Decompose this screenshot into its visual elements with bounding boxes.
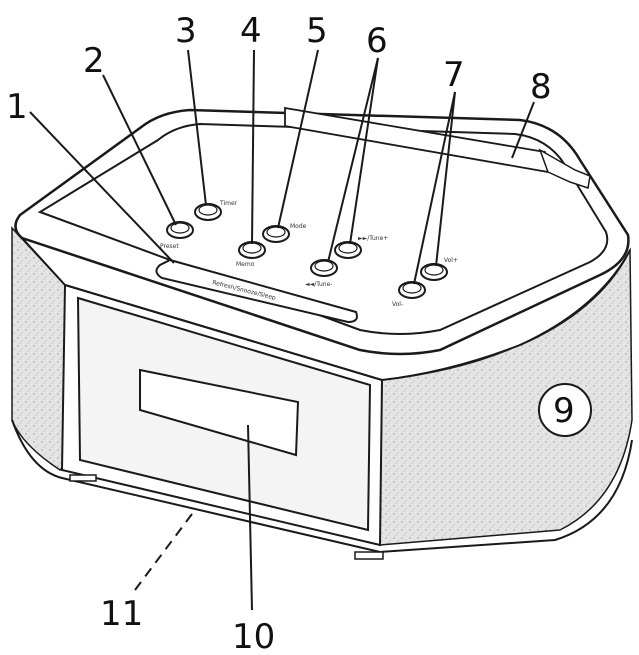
button-mode: Mode <box>262 223 307 243</box>
side-marker-circle <box>538 383 592 437</box>
button-memo: Memo <box>236 241 266 268</box>
leader-7b <box>435 91 456 267</box>
leader-11 <box>134 509 196 591</box>
mode-label: Mode <box>290 223 307 230</box>
callout-6: 6 <box>366 21 388 61</box>
button-preset: Preset <box>160 221 194 250</box>
callout-4: 4 <box>240 11 262 51</box>
leader-lines <box>29 49 535 611</box>
button-vol-plus: Vol+ <box>420 257 458 281</box>
leader-10 <box>247 424 253 611</box>
timer-label: Timer <box>219 200 238 207</box>
callout-11: 11 <box>100 594 143 634</box>
tune-plus-label: ►►/Tune+ <box>358 235 388 242</box>
button-tune-plus: ►►/Tune+ <box>334 235 388 259</box>
leader-6a <box>327 57 379 263</box>
callout-10: 10 <box>232 617 275 655</box>
leader-4 <box>251 49 255 245</box>
vol-plus-label: Vol+ <box>444 257 458 264</box>
vol-minus-label: Vol- <box>392 301 403 308</box>
top-inner-rim <box>37 122 609 335</box>
foot-left <box>69 474 97 482</box>
leader-2 <box>102 74 177 226</box>
left-speaker-grille <box>11 226 66 471</box>
dock-clip <box>538 148 591 189</box>
lcd-display <box>139 368 300 457</box>
tune-minus-label: ◄◄/Tune- <box>305 281 332 288</box>
base-edge <box>11 419 633 554</box>
right-speaker-grille <box>379 247 633 546</box>
button-timer: Timer <box>194 200 238 221</box>
callout-9: 9 <box>553 391 575 431</box>
button-vol-minus: Vol- <box>392 281 426 308</box>
leader-3 <box>187 49 207 206</box>
leader-5 <box>277 49 319 229</box>
leader-1 <box>29 111 175 264</box>
memo-label: Memo <box>236 261 255 268</box>
button-tune-minus: ◄◄/Tune- <box>305 259 338 288</box>
leader-8 <box>511 101 535 159</box>
callout-7: 7 <box>443 55 465 95</box>
callout-2: 2 <box>83 41 105 81</box>
leader-7a <box>413 91 456 285</box>
top-lower-edge <box>21 237 631 382</box>
foot-right <box>354 551 384 560</box>
snooze-bar <box>155 258 358 324</box>
callout-8: 8 <box>530 67 552 107</box>
leader-6b <box>349 57 379 245</box>
callout-3: 3 <box>175 11 197 51</box>
callout-5: 5 <box>306 11 328 51</box>
preset-label: Preset <box>160 243 179 250</box>
callout-1: 1 <box>6 87 28 127</box>
